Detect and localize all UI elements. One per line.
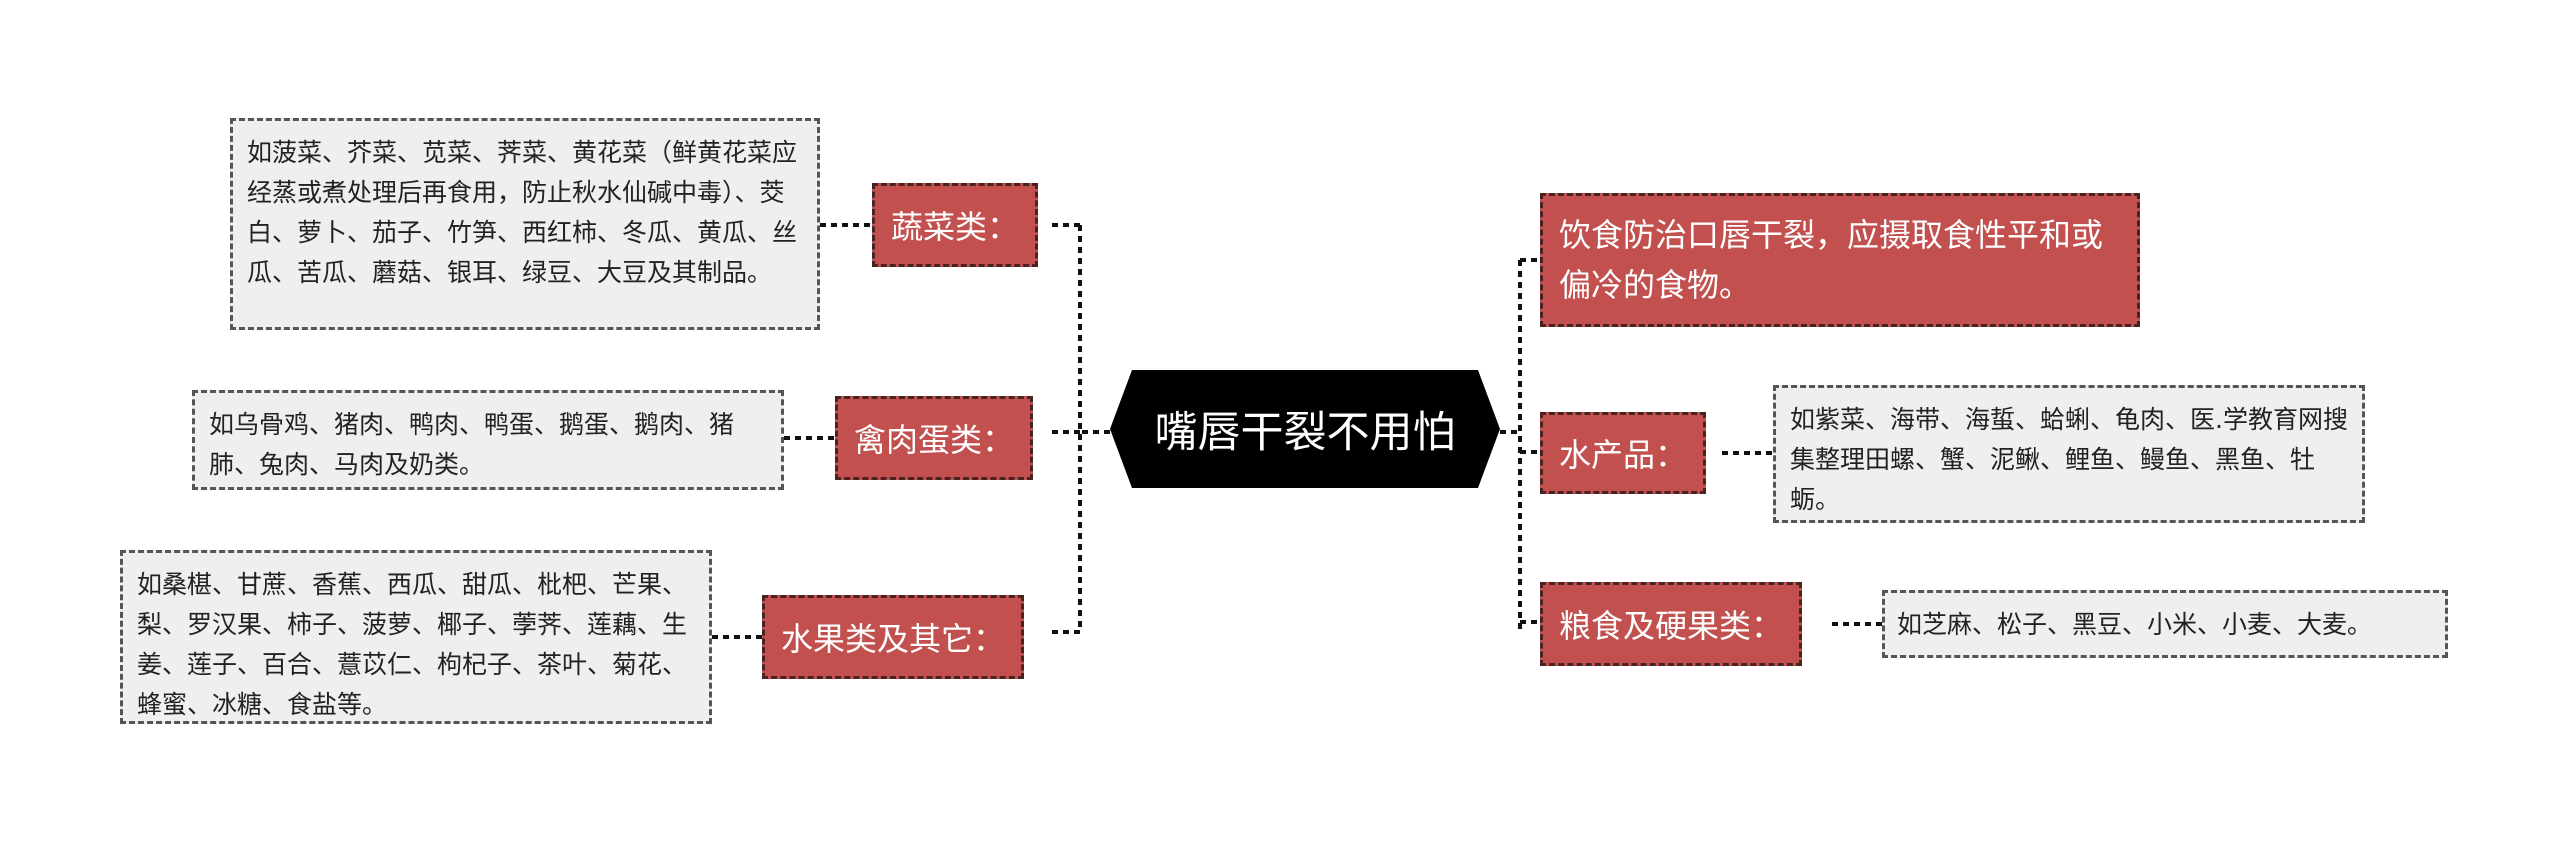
detail-poultry[interactable]: 如乌骨鸡、猪肉、鸭肉、鸭蛋、鹅蛋、鹅肉、猪肺、兔肉、马肉及奶类。: [192, 390, 784, 490]
principle-note[interactable]: 饮食防治口唇干裂，应摄取食性平和或偏冷的食物。: [1540, 193, 2140, 327]
category-fruits-label: 水果类及其它：: [781, 620, 1006, 658]
principle-note-text: 饮食防治口唇干裂，应摄取食性平和或偏冷的食物。: [1559, 216, 2104, 304]
category-grains-label: 粮食及硬果类：: [1559, 607, 1784, 645]
detail-grains[interactable]: 如芝麻、松子、黑豆、小米、小麦、大麦。: [1882, 590, 2448, 658]
left-trunk-connector: [1078, 225, 1110, 632]
right-trunk-connector: [1500, 260, 1522, 632]
category-seafood[interactable]: 水产品：: [1540, 412, 1707, 494]
category-poultry-label: 禽肉蛋类：: [854, 421, 1015, 459]
detail-poultry-text: 如乌骨鸡、猪肉、鸭肉、鸭蛋、鹅蛋、鹅肉、猪肺、兔肉、马肉及奶类。: [209, 410, 735, 479]
detail-vegetables-text: 如菠菜、芥菜、苋菜、荠菜、黄花菜（鲜黄花菜应经蒸或煮处理后再食用，防止秋水仙碱中…: [247, 138, 798, 287]
detail-vegetables[interactable]: 如菠菜、芥菜、苋菜、荠菜、黄花菜（鲜黄花菜应经蒸或煮处理后再食用，防止秋水仙碱中…: [230, 118, 820, 330]
category-fruits-other[interactable]: 水果类及其它：: [762, 595, 1025, 679]
category-poultry-meat-eggs[interactable]: 禽肉蛋类：: [835, 396, 1034, 480]
detail-seafood[interactable]: 如紫菜、海带、海蜇、蛤蜊、龟肉、医.学教育网搜集整理田螺、蟹、泥鳅、鲤鱼、鳗鱼、…: [1773, 385, 2365, 523]
detail-grains-text: 如芝麻、松子、黑豆、小米、小麦、大麦。: [1897, 610, 2373, 639]
central-topic[interactable]: 嘴唇干裂不用怕: [1110, 370, 1500, 488]
detail-fruits-text: 如桑椹、甘蔗、香蕉、西瓜、甜瓜、枇杷、芒果、梨、罗汉果、柿子、菠萝、椰子、荸荠、…: [137, 570, 688, 719]
central-topic-label: 嘴唇干裂不用怕: [1154, 408, 1456, 458]
category-seafood-label: 水产品：: [1559, 436, 1688, 474]
category-vegetables[interactable]: 蔬菜类：: [872, 183, 1039, 267]
detail-fruits[interactable]: 如桑椹、甘蔗、香蕉、西瓜、甜瓜、枇杷、芒果、梨、罗汉果、柿子、菠萝、椰子、荸荠、…: [120, 550, 712, 724]
category-vegetables-label: 蔬菜类：: [891, 208, 1020, 246]
detail-seafood-text: 如紫菜、海带、海蜇、蛤蜊、龟肉、医.学教育网搜集整理田螺、蟹、泥鳅、鲤鱼、鳗鱼、…: [1790, 405, 2348, 514]
category-grains-nuts[interactable]: 粮食及硬果类：: [1540, 582, 1803, 666]
